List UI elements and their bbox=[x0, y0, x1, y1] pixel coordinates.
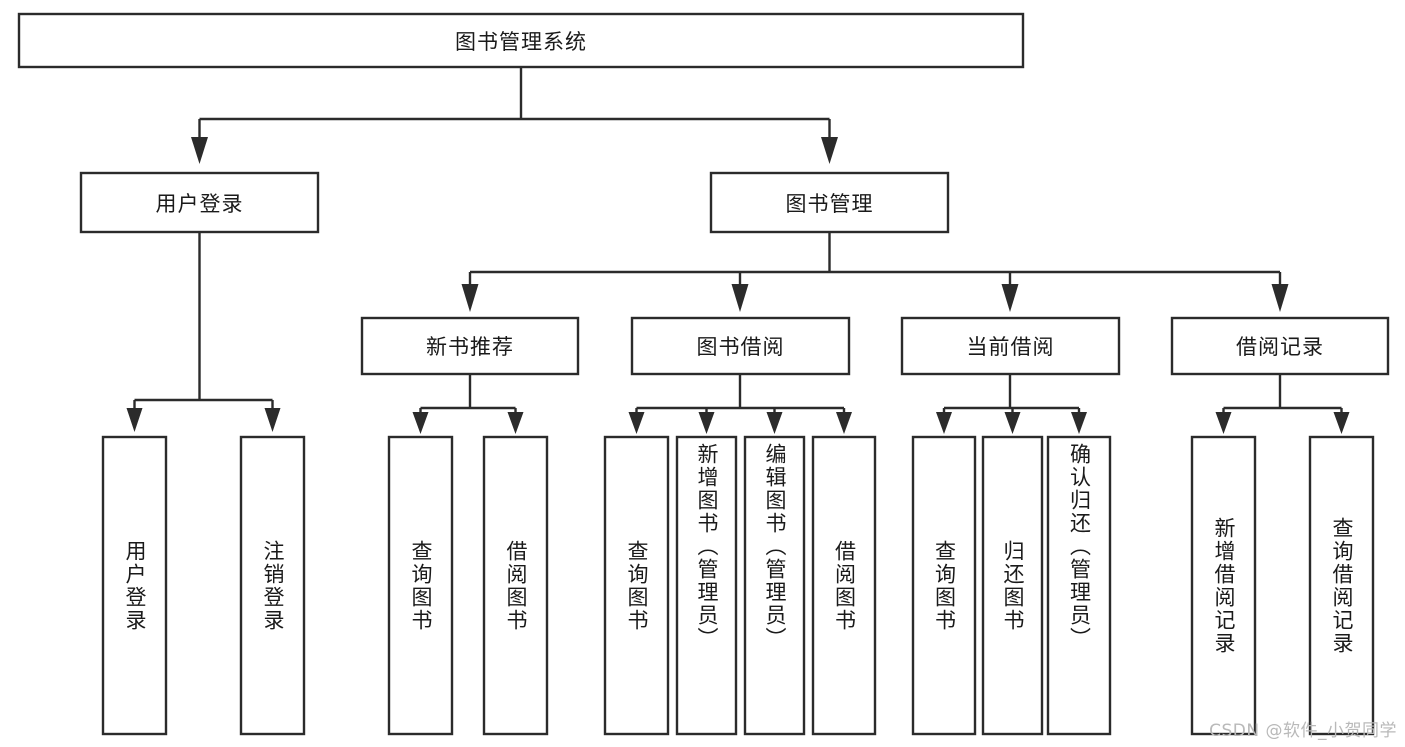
node-box-leaf-borrow-book-1[interactable] bbox=[482, 435, 549, 736]
arrow-head-leaf-borrow-book-1 bbox=[507, 412, 524, 434]
node-box-leaf-edit-book[interactable] bbox=[743, 435, 806, 736]
node-box-user-login[interactable] bbox=[79, 171, 320, 234]
edge-group-user-login bbox=[126, 232, 281, 432]
node-box-leaf-return-book[interactable] bbox=[981, 435, 1044, 736]
arrow-head-borrow-record bbox=[1271, 284, 1289, 312]
node-box-book-manage[interactable] bbox=[709, 171, 950, 234]
node-box-leaf-confirm-return[interactable] bbox=[1046, 435, 1112, 736]
arrow-head-leaf-edit-book bbox=[766, 412, 783, 434]
arrow-head-leaf-add-book bbox=[698, 412, 715, 434]
edge-group-root bbox=[191, 67, 838, 164]
arrow-head-book-manage bbox=[821, 137, 838, 164]
node-box-leaf-query-book-1[interactable] bbox=[387, 435, 454, 736]
arrow-head-leaf-query-book-3 bbox=[936, 412, 952, 434]
arrow-head-book-borrow bbox=[731, 284, 749, 312]
node-box-leaf-user-login[interactable] bbox=[101, 435, 168, 736]
node-box-current-borrow[interactable] bbox=[900, 316, 1121, 376]
watermark-text: CSDN @软件_小贺同学 bbox=[1209, 721, 1397, 741]
edge-group-book-borrow bbox=[628, 374, 852, 434]
node-box-leaf-logout[interactable] bbox=[239, 435, 306, 736]
arrow-head-leaf-query-book-1 bbox=[412, 412, 429, 434]
edge-group-current-borrow bbox=[936, 374, 1087, 434]
node-box-leaf-add-record[interactable] bbox=[1190, 435, 1257, 736]
arrow-head-leaf-confirm-return bbox=[1071, 412, 1087, 434]
edge-group-borrow-record bbox=[1215, 374, 1350, 434]
arrow-head-leaf-query-record bbox=[1333, 412, 1350, 434]
node-box-leaf-query-book-2[interactable] bbox=[603, 435, 670, 736]
edge-group-new-book-recommend bbox=[412, 374, 524, 434]
arrow-head-new-book-recommend bbox=[461, 284, 479, 312]
arrow-head-user-login bbox=[191, 137, 208, 164]
node-box-leaf-query-book-3[interactable] bbox=[911, 435, 977, 736]
arrow-head-current-borrow bbox=[1001, 284, 1019, 312]
arrow-head-leaf-query-book-2 bbox=[628, 412, 645, 434]
node-box-leaf-add-book[interactable] bbox=[675, 435, 738, 736]
node-box-book-borrow[interactable] bbox=[630, 316, 851, 376]
arrow-head-leaf-borrow-book-2 bbox=[836, 412, 852, 434]
arrow-head-leaf-return-book bbox=[1004, 412, 1021, 434]
node-box-root[interactable] bbox=[17, 12, 1025, 69]
node-box-leaf-borrow-book-2[interactable] bbox=[811, 435, 877, 736]
arrow-head-leaf-user-login bbox=[126, 408, 143, 432]
arrow-head-leaf-logout bbox=[264, 408, 281, 432]
node-box-leaf-query-record[interactable] bbox=[1308, 435, 1375, 736]
node-box-new-book-recommend[interactable] bbox=[360, 316, 580, 376]
arrow-head-leaf-add-record bbox=[1215, 412, 1232, 434]
node-box-borrow-record[interactable] bbox=[1170, 316, 1390, 376]
edge-group-book-manage bbox=[461, 232, 1289, 312]
